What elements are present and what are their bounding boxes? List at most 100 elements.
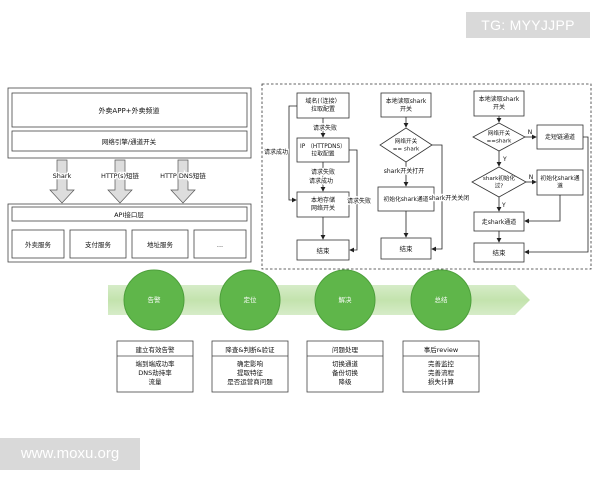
watermark-bottom: www.moxu.org (0, 438, 140, 470)
stage-circle-locate (219, 269, 281, 331)
flow3-end-label: 结束 (493, 248, 507, 257)
stage-detail-box (211, 340, 289, 393)
flow3-y1-label: Y (502, 156, 507, 163)
flow2-close-path (431, 144, 443, 252)
service-box-address (131, 229, 189, 259)
stage-detail-item: 流量 (149, 377, 163, 386)
flow3-end-box (473, 242, 525, 263)
flow3-init-return-path (524, 195, 561, 224)
stage-detail-title: 事后review (424, 345, 459, 354)
service-box-pay (69, 229, 127, 259)
flow2-open-label: shark开关打开 (384, 167, 425, 175)
stage-detail-box (306, 340, 384, 393)
stage-detail-summary: 事后review 完善监控 完善流程 损失计算 (402, 340, 480, 393)
stage-detail-item: 是否运营商问题 (227, 377, 273, 386)
flow3-y2-label: Y (501, 202, 506, 209)
flow2-init-box (377, 186, 435, 212)
flow1-domain-label: 域名(（连接）拉取配置 (305, 97, 340, 113)
flow1-ip-box (296, 137, 350, 163)
flow1-end-box (296, 239, 350, 261)
stage-detail-solve: 问题处理 切换通道 备份切换 降级 (306, 340, 384, 393)
channel-label-https: HTTP(s)短链 (101, 171, 140, 180)
stage-detail-title: 降查&判断&验证 (225, 345, 275, 354)
stage-detail-item: 确定影响 (237, 359, 264, 368)
flow1-domain-box (296, 92, 350, 119)
flow-config-pull: 域名(（连接）拉取配置 请求失败 IP （HTTPDNS）拉取配置 请求失败 请… (263, 92, 372, 261)
flow3-n2-label: N (529, 174, 534, 181)
service-box-takeout (11, 229, 65, 259)
app-title-box (11, 92, 248, 128)
flow1-success-path (288, 105, 297, 203)
flow3-decision-1-label: 网络开关==shark (487, 129, 513, 144)
flow1-ip-label: IP （HTTPDNS）拉取配置 (300, 143, 346, 158)
process-band: 告警 定位 解决 总结 (108, 269, 530, 331)
stage-detail-title: 问题处理 (332, 345, 359, 354)
api-layer-box (11, 206, 248, 222)
flow1-end-label: 结束 (317, 246, 331, 255)
stage-detail-item: 提取特征 (237, 368, 264, 377)
flow3-init-box (536, 169, 584, 196)
stage-detail-box (402, 340, 480, 393)
stage-detail-title: 建立有效告警 (136, 345, 176, 354)
stage-detail-alert: 建立有效告警 端到端成功率 DNS劫持率 流量 (116, 340, 194, 393)
flow2-read-box (380, 92, 432, 118)
network-switch-label: 网络引擎/通道开关 (102, 137, 157, 146)
flow1-local-label: 本地存储网络开关 (311, 196, 335, 212)
stage-detail-item: 完善流程 (428, 368, 455, 377)
flow3-short-box (536, 124, 584, 150)
flow3-short-end-path (524, 136, 589, 255)
stage-label-solve: 解决 (339, 295, 353, 304)
flow2-close-label: shark开关关闭 (429, 194, 470, 202)
service-label-pay: 支付服务 (85, 240, 112, 249)
channel-arrow-shark (49, 159, 75, 204)
stage-detail-item: 切换通道 (332, 359, 359, 368)
architecture-panel: 外卖APP+外卖频道 网络引擎/通道开关 Shark HTTP(s)短链 HTT… (7, 87, 252, 263)
stage-circle-alert (123, 269, 185, 331)
flow1-fail-label-right: 请求失败 (347, 197, 371, 205)
stage-circle-solve (314, 269, 376, 331)
flow1-local-box (296, 191, 350, 218)
stage-circle-summary (410, 269, 472, 331)
app-title: 外卖APP+外卖频道 (98, 106, 159, 115)
service-label-takeout: 外卖服务 (25, 240, 52, 249)
network-switch-box (11, 130, 248, 152)
stage-label-alert: 告警 (148, 295, 162, 304)
channel-arrow-https (107, 159, 133, 204)
flow1-success-label-mid: 请求成功 (309, 177, 333, 185)
stage-label-summary: 总结 (435, 295, 449, 304)
stage-detail-item: 备份切换 (332, 368, 359, 377)
stage-detail-item: 完善监控 (428, 359, 455, 368)
stage-detail-item: DNS劫持率 (138, 368, 172, 377)
flow2-end-label: 结束 (400, 244, 414, 253)
flow3-decision-2-label: shark初始化过? (483, 174, 516, 189)
flow3-n1-label: N (528, 129, 533, 136)
flow1-success-label-left: 请求成功 (264, 148, 288, 156)
service-label-more: ... (217, 241, 223, 249)
channel-arrow-httpdns (170, 159, 196, 204)
flow2-decision-label: 网络开关== shark (393, 137, 420, 152)
flow1-fail-label-1: 请求失败 (313, 124, 337, 132)
flow1-fail-path (349, 149, 358, 253)
stage-label-locate: 定位 (244, 295, 258, 304)
flow3-init-label: 初始化shark通道 (540, 174, 579, 190)
flow2-end-box (380, 237, 432, 260)
watermark-top: TG: MYYJJPP (466, 12, 590, 38)
api-layer-label: API接口层 (114, 210, 144, 219)
stage-detail-item: 端到端成功率 (136, 359, 176, 368)
channel-label-shark: Shark (53, 172, 72, 180)
stage-detail-locate: 降查&判断&验证 确定影响 提取特征 是否运营商问题 (211, 340, 289, 393)
stage-details: 建立有效告警 端到端成功率 DNS劫持率 流量 降查&判断&验证 确定影响 提取… (116, 340, 480, 393)
stage-detail-box (116, 340, 194, 393)
flow3-short-label: 走短链通道 (545, 133, 575, 141)
flow2-init-label: 初始化shark通道 (384, 195, 429, 203)
flow1-fail-label-2: 请求失败 (311, 168, 335, 176)
stage-detail-item: 损失计算 (428, 377, 455, 386)
service-label-address: 地址服务 (147, 240, 174, 249)
flow3-go-shark-label: 走shark通道 (482, 218, 517, 226)
channel-label-httpdns: HTTP DNS短链 (160, 171, 206, 180)
